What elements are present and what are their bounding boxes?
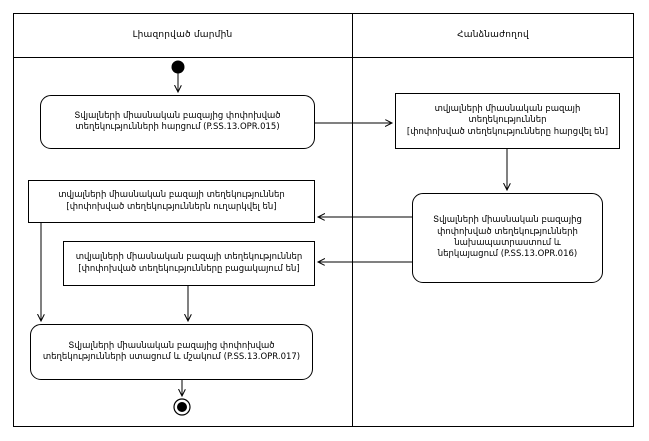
action-node-label: Տվյալների միասնական բազայից փոփոխված տեղ… (74, 110, 281, 132)
object-node-title: տվյալների միասնական բազայի տեղեկությունն… (58, 190, 285, 201)
action-node-label: Տվյալների միասնական բազայից փոփոխված տեղ… (42, 340, 301, 362)
object-node-info-queried: տվյալների միասնական բազայի տեղեկությունն… (395, 93, 620, 149)
object-node-info-absent: տվյալների միասնական բազայի տեղեկությունն… (63, 241, 315, 286)
swimlane-divider-line (352, 13, 353, 427)
header-divider-line (13, 57, 634, 58)
object-node-title: տվյալների միասնական բազայի տեղեկությունն… (75, 252, 303, 263)
object-node-state: [փոփոխված տեղեկությունները հարցվել են] (406, 126, 609, 137)
action-node-receive-017: Տվյալների միասնական բազայից փոփոխված տեղ… (30, 324, 313, 380)
object-node-title: տվյալների միասնական բազայի տեղեկությունն… (434, 103, 581, 126)
lane-title-label: Հանձնաժողով (457, 30, 529, 40)
action-node-query-015: Տվյալների միասնական բազայից փոփոխված տեղ… (40, 95, 315, 149)
object-node-info-sent: տվյալների միասնական բազայի տեղեկությունն… (28, 180, 315, 223)
lane-title-authorized-body: Լիազորված մարմին (13, 13, 352, 57)
action-node-prepare-016: Տվյալների միասնական բազայից փոփոխված տեղ… (412, 193, 603, 283)
object-node-state: [փոփոխված տեղեկությունները բացակայում են… (78, 263, 300, 274)
lane-title-commission: Հանձնաժողով (352, 13, 634, 57)
lane-title-label: Լիազորված մարմին (132, 30, 233, 40)
action-node-label: Տվյալների միասնական բազայից փոփոխված տեղ… (433, 215, 582, 260)
object-node-state: [փոփոխված տեղեկություններն ուղարկվել են] (66, 201, 277, 212)
